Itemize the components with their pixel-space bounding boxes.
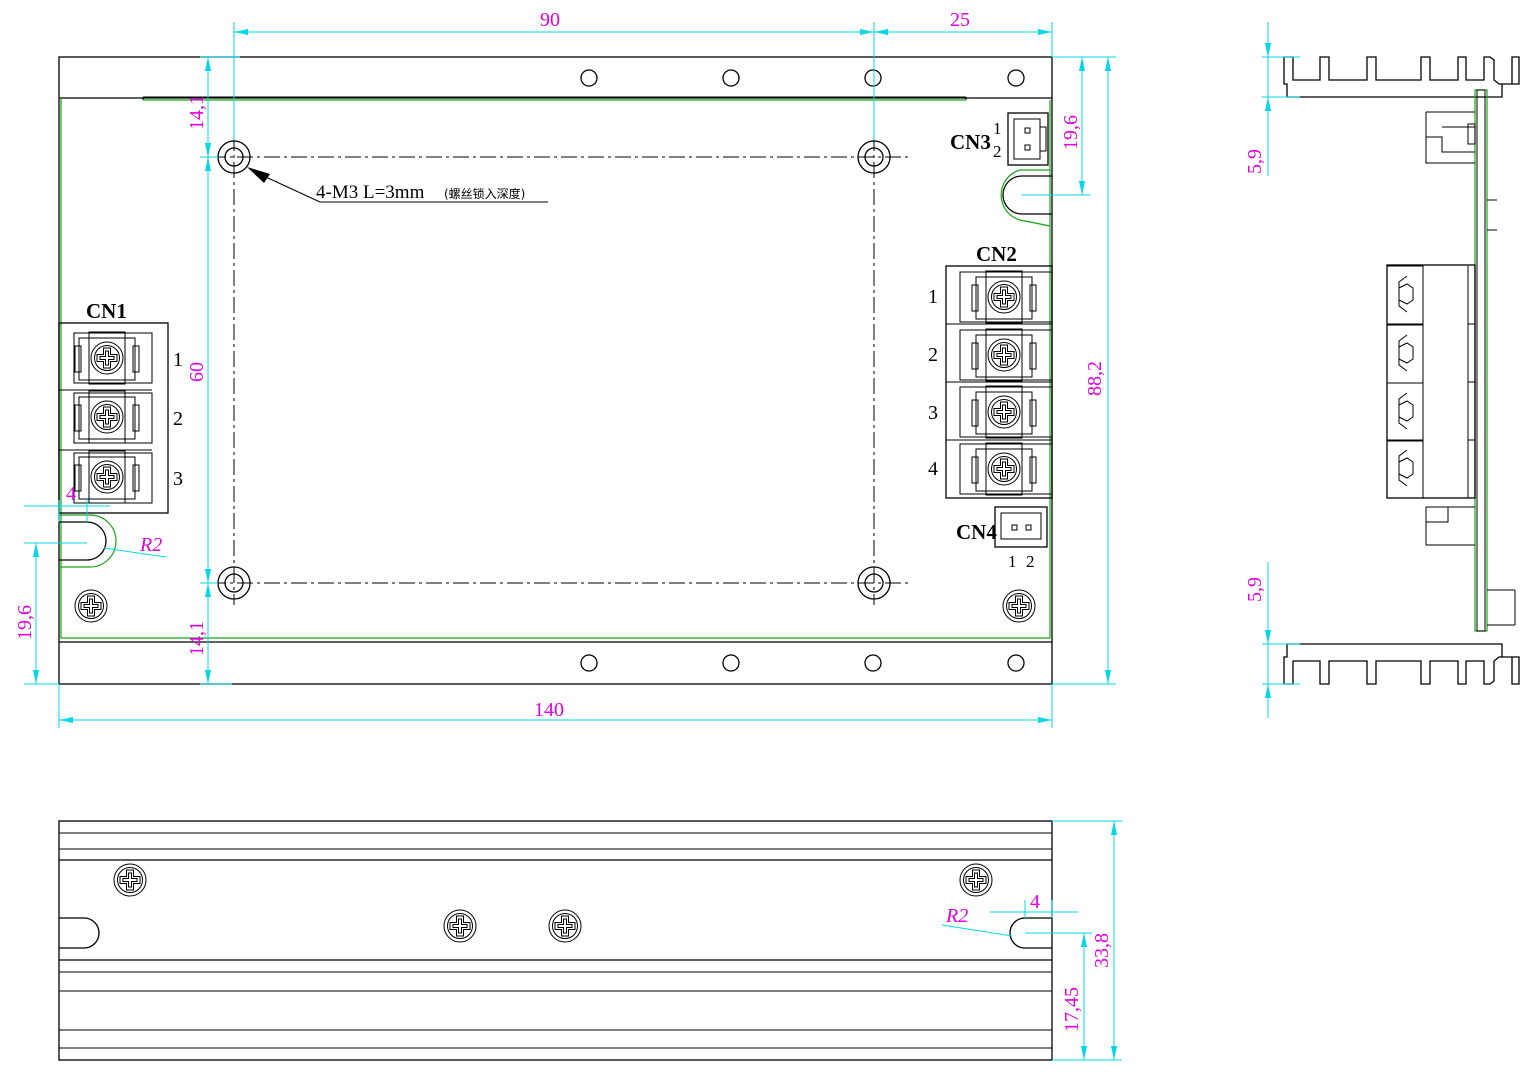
leader-arrow <box>247 167 270 183</box>
dim-17-45: 17,45 <box>1061 987 1083 1032</box>
top-view-dimensions: 90 25 140 14,1 60 14,1 19,6 8 <box>14 9 1116 728</box>
dim-r2-bottom: R2 <box>945 905 968 927</box>
bottom-outline <box>58 820 1053 1061</box>
mount-slot <box>59 521 107 561</box>
heatsink-fins-bottom <box>1283 643 1520 685</box>
dim-14-1-bottom: 14,1 <box>186 621 208 656</box>
dim-4-left: 4 <box>66 483 76 505</box>
dim-33-8: 33,8 <box>1091 933 1113 968</box>
rail-hole <box>864 654 882 672</box>
rail-hole <box>580 69 598 87</box>
pcb-outline <box>60 98 1051 639</box>
cn2-pin: 3 <box>928 402 938 424</box>
cn3-pin: 2 <box>993 142 1002 161</box>
rail-hole <box>1007 69 1025 87</box>
dim-14-1-top: 14,1 <box>186 95 208 130</box>
cn3-pin: 1 <box>993 119 1002 138</box>
bottom-slot <box>1009 917 1052 949</box>
cn1-label: CN1 <box>86 299 127 323</box>
screw-icon <box>548 909 582 943</box>
screw-icon <box>74 589 108 623</box>
bottom-view-dimensions: 33,8 17,45 4 R2 <box>941 820 1122 1061</box>
cn4-connector <box>994 506 1048 548</box>
cn2-pin: 2 <box>928 344 938 366</box>
cn4-pin: 2 <box>1026 552 1035 571</box>
cn1-pin: 1 <box>173 349 183 371</box>
top-view: 4-M3 L=3mm (螺丝锁入深度) CN1 1 2 3 CN2 <box>58 56 1053 685</box>
cn2-pin: 4 <box>928 458 938 480</box>
dim-88-2: 88,2 <box>1084 361 1106 396</box>
bottom-slot <box>59 917 100 949</box>
rail-hole <box>722 654 740 672</box>
dim-60: 60 <box>186 362 208 382</box>
dim-19-6-left: 19,6 <box>14 605 36 640</box>
cn2-pin: 1 <box>928 286 938 308</box>
dim-140: 140 <box>534 699 564 721</box>
rail-hole <box>1007 654 1025 672</box>
screw-icon <box>1002 589 1036 623</box>
rail-hole <box>580 654 598 672</box>
screw-note-sub: (螺丝锁入深度) <box>444 186 525 201</box>
cn1-pin: 3 <box>173 468 183 490</box>
cn4-label: CN4 <box>956 520 997 544</box>
mount-slot <box>1002 175 1052 215</box>
cn1-connector <box>58 322 169 514</box>
screw-icon <box>113 863 147 897</box>
screw-icon <box>443 909 477 943</box>
dim-25: 25 <box>950 9 970 31</box>
dim-5-9-bottom: 5,9 <box>1244 577 1266 602</box>
screw-note: 4-M3 L=3mm <box>316 182 425 203</box>
cn3-label: CN3 <box>950 130 991 154</box>
dim-90: 90 <box>540 9 560 31</box>
rail-hole <box>722 69 740 87</box>
dim-r2-left: R2 <box>139 534 162 556</box>
dim-5-9-top: 5,9 <box>1244 149 1266 174</box>
dim-4-bottom: 4 <box>1030 891 1040 913</box>
dim-19-6-right: 19,6 <box>1060 115 1082 150</box>
heatsink-fins-top <box>1283 56 1520 98</box>
rail-hole <box>864 69 882 87</box>
side-view <box>1283 56 1520 685</box>
cn2-label: CN2 <box>976 242 1017 266</box>
cn1-pin: 2 <box>173 408 183 430</box>
mount-hole <box>857 566 891 600</box>
screw-icon <box>959 863 993 897</box>
mount-hole <box>857 140 891 174</box>
cn3-connector <box>1007 112 1049 166</box>
cn4-pin: 1 <box>1008 552 1017 571</box>
side-view-dimensions: 5,9 5,9 <box>1244 22 1300 718</box>
bottom-view <box>58 820 1053 1061</box>
